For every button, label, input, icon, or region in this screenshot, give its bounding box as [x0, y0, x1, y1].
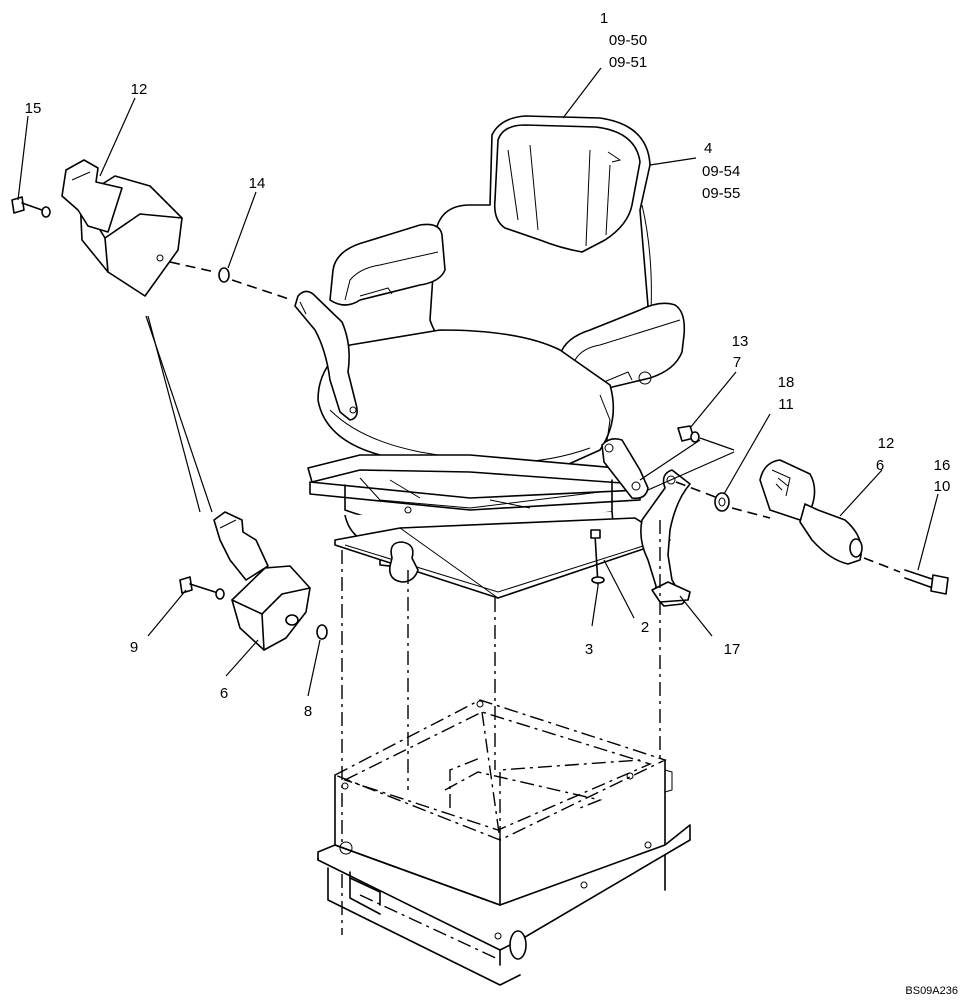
left-bottom-retractor	[213, 511, 311, 651]
drawing-id: BS09A236	[905, 985, 958, 997]
callout-16: 16	[934, 457, 951, 474]
right-buckle	[759, 459, 901, 573]
bolt-9	[179, 576, 225, 600]
callout-18: 18	[778, 374, 795, 391]
callout-14: 14	[249, 175, 266, 192]
callout-11: 11	[778, 396, 794, 413]
callouts: 1 09-50 09-51 4 09-54 09-55 15 12 14 13 …	[25, 10, 958, 997]
callout-09-50: 09-50	[609, 32, 647, 49]
callout-1: 1	[600, 10, 608, 27]
callout-12-right: 12	[878, 435, 895, 452]
bolt-15	[11, 196, 51, 218]
callout-09-54: 09-54	[702, 163, 740, 180]
callout-7: 7	[733, 354, 741, 371]
seat-assembly	[294, 115, 686, 599]
callout-6-right: 6	[876, 457, 884, 474]
callout-9: 9	[130, 639, 138, 656]
callout-4: 4	[704, 140, 712, 157]
callout-09-51: 09-51	[609, 54, 647, 71]
callout-10: 10	[934, 478, 951, 495]
callout-12-left: 12	[131, 81, 148, 98]
callout-2: 2	[641, 619, 649, 636]
callout-17: 17	[724, 641, 741, 658]
bolt-16	[904, 569, 949, 595]
washer-8	[316, 624, 328, 640]
washer-18	[714, 492, 771, 519]
callout-8: 8	[304, 703, 312, 720]
callout-13: 13	[732, 333, 749, 350]
seat-box	[317, 520, 691, 986]
washer-14	[218, 267, 293, 301]
bolt-13	[639, 425, 735, 481]
callout-09-55: 09-55	[702, 185, 740, 202]
callout-15: 15	[25, 100, 42, 117]
callout-3: 3	[585, 641, 593, 658]
callout-6-left: 6	[220, 685, 228, 702]
left-top-retractor	[61, 159, 216, 297]
leader-lines	[17, 67, 939, 697]
